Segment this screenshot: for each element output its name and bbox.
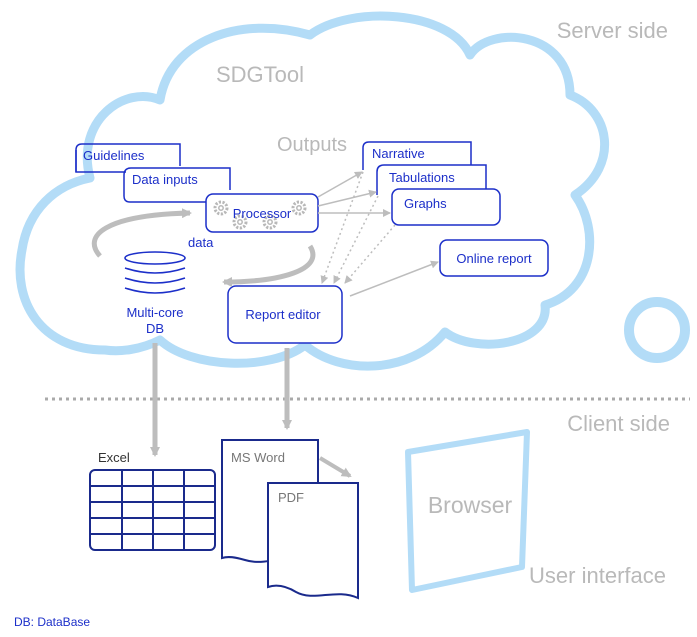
outputs-label: Outputs (277, 134, 347, 156)
footnote: DB: DataBase (14, 615, 90, 629)
db-label-line1: Multi-core (126, 305, 183, 320)
gears-icon (213, 200, 307, 230)
spreadsheet-icon (89, 469, 216, 551)
data-loop-arrow-top (92, 208, 192, 258)
server-side-label: Server side (557, 18, 668, 43)
pdf-document-icon (267, 482, 359, 600)
processor-output-arrows (317, 171, 391, 217)
narrative-label: Narrative (372, 146, 425, 161)
editor-to-online-arrow (349, 260, 439, 297)
data-label: data (188, 235, 214, 250)
server-cloud (15, 11, 610, 371)
graphs-box: Graphs (391, 188, 501, 226)
online-report-label: Online report (456, 251, 532, 266)
browser-window-icon (405, 429, 530, 593)
tabulations-label: Tabulations (389, 170, 455, 185)
ms-word-label: MS Word (231, 450, 285, 465)
guidelines-box: Guidelines (75, 143, 181, 173)
client-side-label: Client side (567, 411, 670, 436)
data-loop-arrow-bottom (222, 244, 316, 287)
word-to-pdf-arrow (318, 456, 352, 478)
db-label-line2: DB (146, 321, 164, 336)
outputs-to-editor-arrows (320, 171, 396, 284)
browser-label: Browser (428, 492, 513, 518)
report-editor-box: Report editor (227, 285, 343, 344)
pdf-label: PDF (278, 490, 304, 505)
online-report-box: Online report (439, 239, 549, 277)
tabulations-box: Tabulations (376, 164, 487, 195)
excel-label: Excel (98, 450, 130, 465)
narrative-box: Narrative (362, 141, 472, 170)
data-inputs-label: Data inputs (132, 172, 198, 187)
data-inputs-box: Data inputs (123, 167, 231, 203)
database-icon (124, 251, 186, 294)
user-interface-label: User interface (529, 563, 666, 588)
tool-name-label: SDGTool (216, 62, 304, 87)
guidelines-label: Guidelines (83, 148, 145, 163)
graphs-label: Graphs (404, 196, 447, 211)
processor-box: Processor (205, 193, 319, 233)
report-editor-label: Report editor (245, 307, 321, 322)
processor-label: Processor (233, 206, 292, 221)
cloud-bubble (624, 297, 690, 363)
